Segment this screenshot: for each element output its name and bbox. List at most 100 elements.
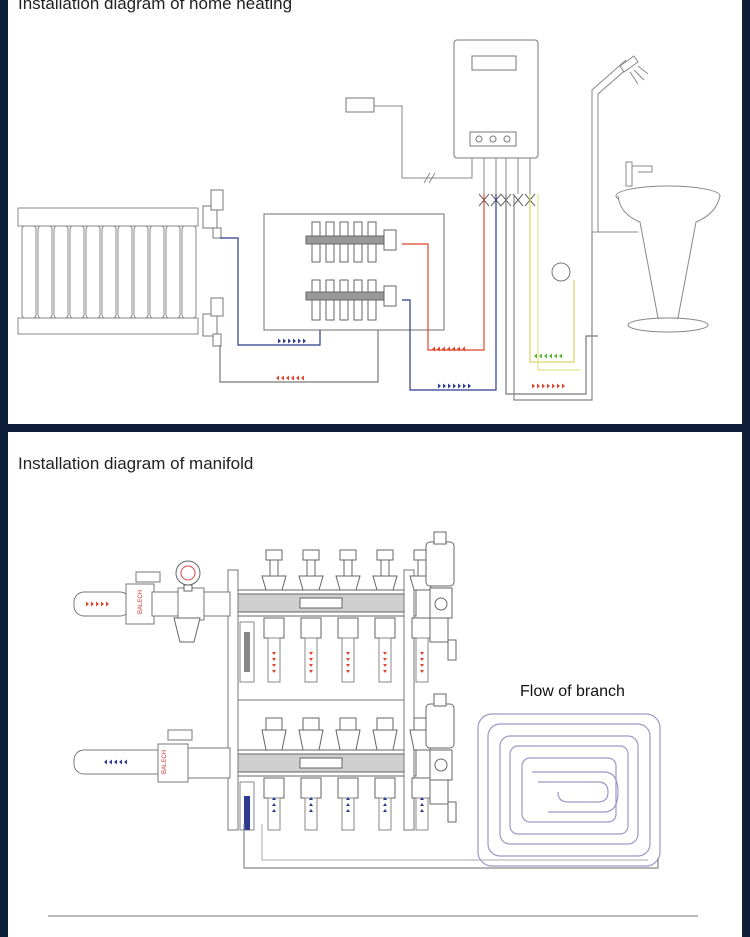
flow-arrow xyxy=(346,809,350,812)
flow-arrow xyxy=(278,338,281,344)
washbasin-icon xyxy=(615,161,721,333)
flow-arrow xyxy=(463,383,466,389)
flow-arrow xyxy=(537,383,540,389)
flow-arrow xyxy=(544,353,547,359)
flow-arrow xyxy=(383,670,387,673)
flow-arrow xyxy=(383,658,387,661)
manifold-port-top xyxy=(367,221,377,237)
manifold-port-mid xyxy=(311,243,321,263)
manifold-port-bottom xyxy=(325,299,335,321)
flow-arrow xyxy=(346,803,350,806)
flow-arrow xyxy=(462,346,465,352)
flow-arrow xyxy=(547,383,550,389)
flow-arrow xyxy=(448,383,451,389)
flow-arrow xyxy=(457,346,460,352)
manifold-port-low xyxy=(339,279,349,293)
manifold-port-mid xyxy=(367,243,377,263)
flow-arrow xyxy=(532,383,535,389)
valve-brand-top: BALECH xyxy=(138,590,144,614)
manifold-port-top xyxy=(311,221,321,237)
valve-brand-bottom: BALECH xyxy=(162,750,168,774)
flow-arrow xyxy=(298,338,301,344)
flow-arrow xyxy=(309,670,313,673)
flowmeter-body xyxy=(298,575,324,591)
flow-arrow xyxy=(96,601,99,607)
manifold-port-top xyxy=(339,221,349,237)
supply-port-nut xyxy=(337,617,359,639)
manifold-diagram: BALECH BALECH xyxy=(48,531,698,917)
manifold-port-low xyxy=(325,279,335,293)
return-valve-cap xyxy=(265,717,283,731)
flow-arrow xyxy=(309,652,313,655)
flow-arrow xyxy=(101,601,104,607)
thermostat-wire xyxy=(374,105,473,179)
flowmeter-gauge xyxy=(269,559,279,577)
flow-arrow xyxy=(293,338,296,344)
manifold-port-mid xyxy=(339,243,349,263)
return-valve-body xyxy=(372,729,398,751)
return-manifold-bar xyxy=(229,749,417,777)
radiator-fin xyxy=(85,225,101,319)
flow-arrow xyxy=(420,664,424,667)
radiator-fin xyxy=(133,225,149,319)
return-valve-body xyxy=(298,729,324,751)
supply-manifold-bar xyxy=(229,589,417,617)
radiator-fin xyxy=(165,225,181,319)
flow-arrow xyxy=(114,759,117,765)
flow-arrow xyxy=(309,803,313,806)
shower-icon xyxy=(591,55,649,232)
flowmeter-body xyxy=(335,575,361,591)
flow-arrow xyxy=(420,658,424,661)
flow-arrow xyxy=(383,809,387,812)
flow-arrow xyxy=(276,375,279,381)
flow-arrow xyxy=(309,809,313,812)
flow-arrow xyxy=(562,383,565,389)
flow-arrow xyxy=(309,797,313,800)
radiator-fin xyxy=(181,225,197,319)
flowmeter-gauge xyxy=(417,559,427,577)
flow-arrow xyxy=(443,383,446,389)
flow-arrow xyxy=(309,664,313,667)
floor-heating-coil-icon xyxy=(477,713,661,867)
flow-arrow xyxy=(124,759,127,765)
flow-arrow xyxy=(291,375,294,381)
flow-arrow xyxy=(452,346,455,352)
return-valve-cap xyxy=(302,717,320,731)
filter-icon xyxy=(173,617,201,643)
return-port-pipe xyxy=(341,797,355,831)
return-port-nut xyxy=(263,777,285,799)
radiator-valve-bottom-icon xyxy=(202,297,224,347)
flow-arrow xyxy=(301,375,304,381)
manifold-port-mid xyxy=(325,243,335,263)
supply-port-nut xyxy=(263,617,285,639)
flow-arrow xyxy=(109,759,112,765)
flow-arrow xyxy=(91,601,94,607)
flow-arrow xyxy=(420,797,424,800)
flow-arrow xyxy=(420,670,424,673)
flow-arrow xyxy=(437,346,440,352)
flow-arrow xyxy=(383,652,387,655)
flow-arrow xyxy=(420,809,424,812)
flow-arrow xyxy=(272,803,276,806)
return-outlet xyxy=(73,729,231,783)
flow-arrow xyxy=(557,383,560,389)
manifold-title: Installation diagram of manifold xyxy=(18,454,254,473)
manifold-port-low xyxy=(353,279,363,293)
flow-arrow xyxy=(346,797,350,800)
manifold-port-top xyxy=(325,221,335,237)
supply-inlet xyxy=(73,571,231,625)
branch-pipe xyxy=(243,824,659,869)
return-port-nut xyxy=(337,777,359,799)
manifold-cabinet xyxy=(263,213,445,331)
radiator-fin xyxy=(37,225,53,319)
flow-arrow xyxy=(309,658,313,661)
boiler-icon xyxy=(453,39,539,159)
manifold-icon xyxy=(305,221,397,321)
manifold-port-low xyxy=(367,279,377,293)
flow-arrow xyxy=(281,375,284,381)
home-heating-panel: Installation diagram of home heating xyxy=(8,0,742,424)
manifold-port-bottom xyxy=(367,299,377,321)
flow-arrow xyxy=(286,375,289,381)
radiator-fin xyxy=(21,225,37,319)
flowmeter-gauge xyxy=(343,559,353,577)
